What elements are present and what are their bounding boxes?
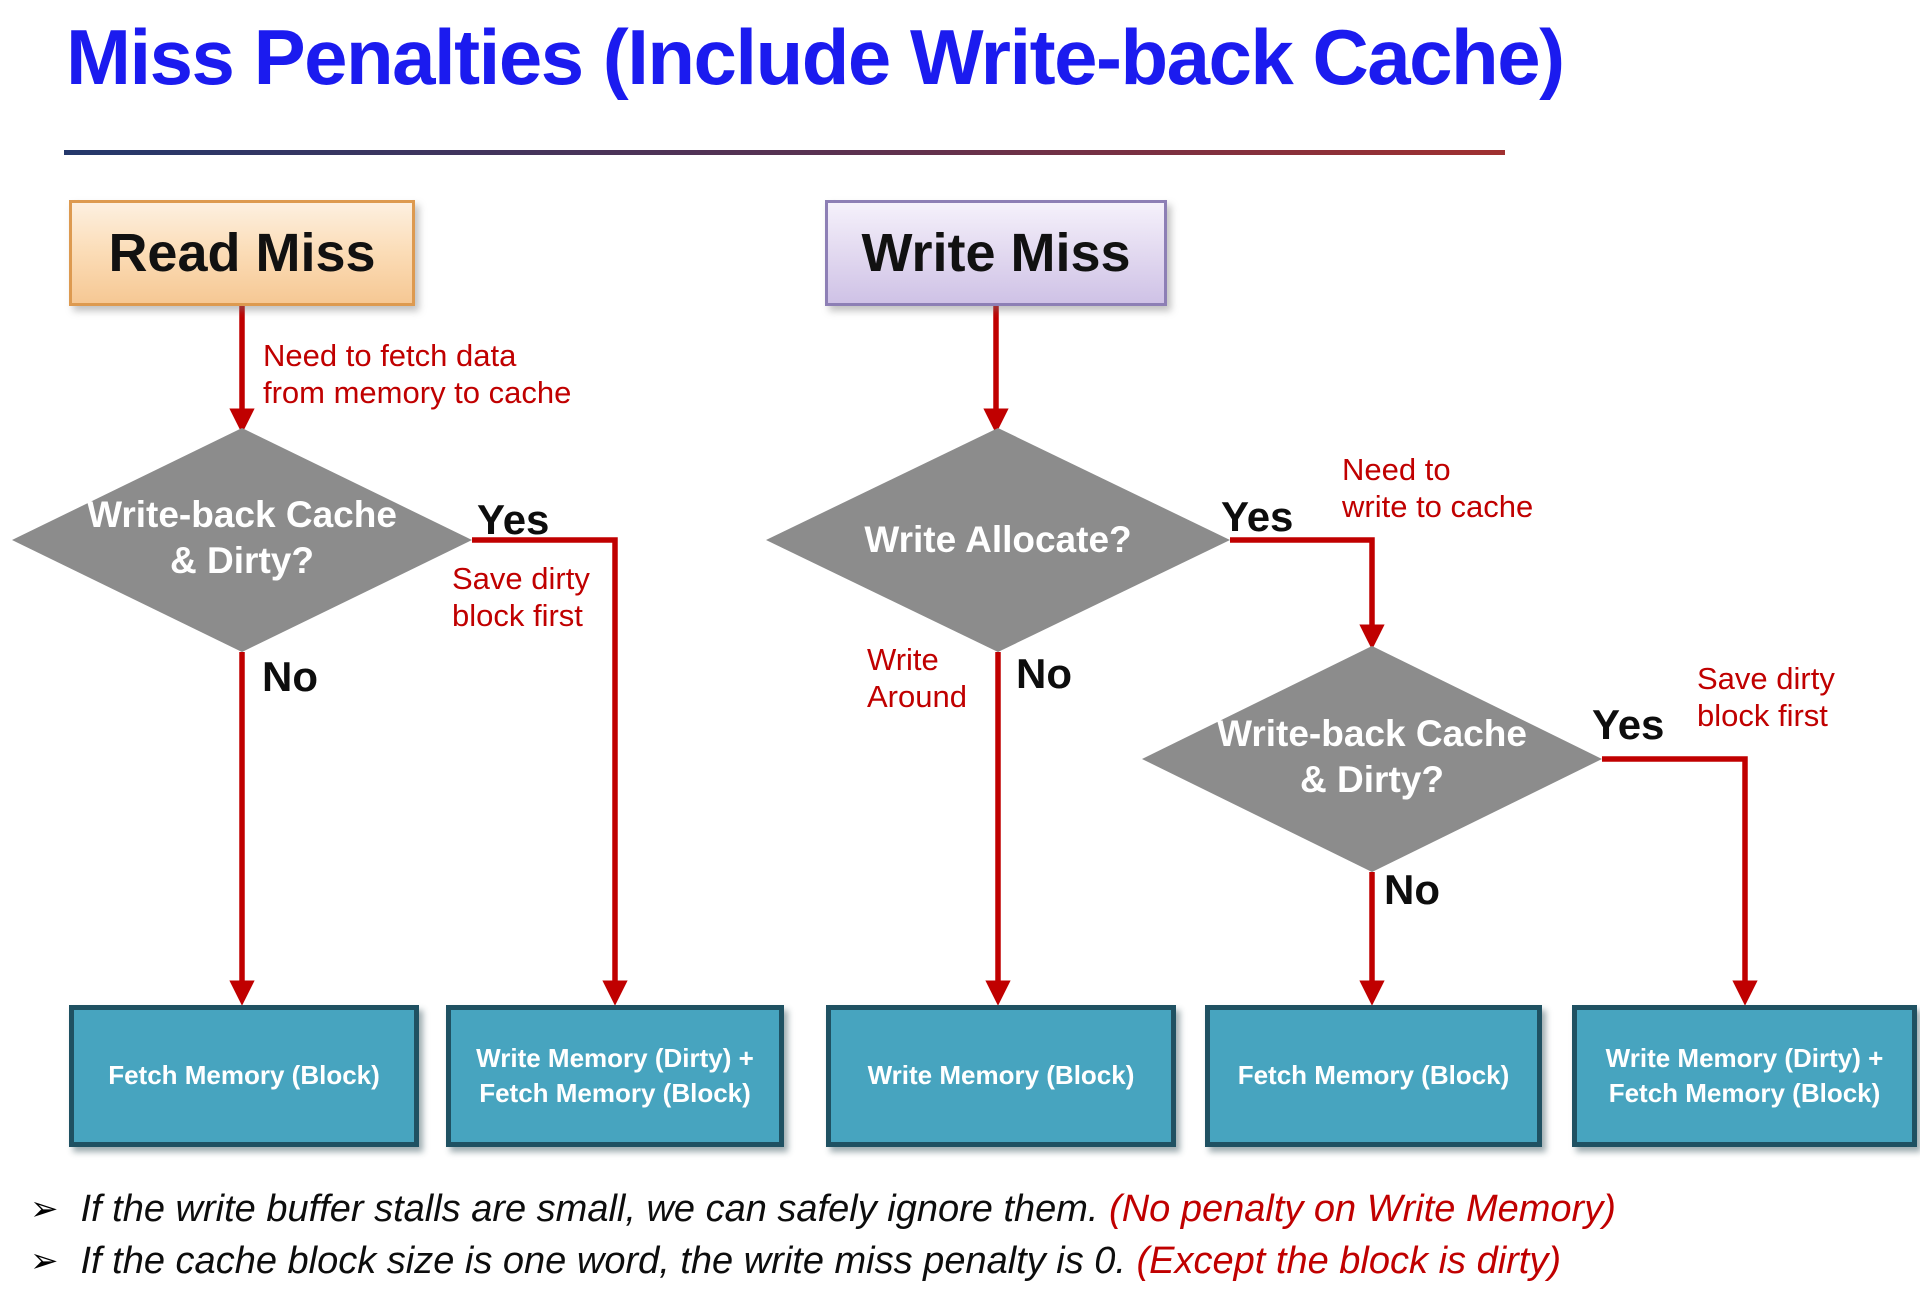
- read-miss-header: Read Miss: [69, 200, 415, 306]
- connector-d2-yes-to-d3: [1230, 537, 1385, 650]
- note-bullet-icon: ➢: [30, 1190, 59, 1228]
- annotation-save-dirty-read: Save dirty block first: [452, 561, 590, 633]
- decision-diamond-writeback-dirty-2: [1142, 646, 1602, 872]
- connector-d1-yes-to-writefetch: [472, 537, 628, 1006]
- d2-no-label: No: [1016, 650, 1072, 697]
- note-text: If the write buffer stalls are small, we…: [80, 1187, 1110, 1230]
- terminal-fetch-memory-1: Fetch Memory (Block): [69, 1005, 419, 1147]
- note-line-1: ➢ If the write buffer stalls are small, …: [30, 1184, 1910, 1234]
- terminal-write-fetch-memory-2: Write Memory (Dirty) + Fetch Memory (Blo…: [1572, 1005, 1917, 1147]
- decision-diamond-writeback-dirty-1: [12, 428, 472, 652]
- terminal-write-fetch-memory-1: Write Memory (Dirty) + Fetch Memory (Blo…: [446, 1005, 784, 1147]
- terminal-fetch-memory-2: Fetch Memory (Block): [1205, 1005, 1542, 1147]
- decision-label-write-allocate: Write Allocate?: [864, 519, 1132, 560]
- write-miss-header: Write Miss: [825, 200, 1167, 306]
- d2-yes-label: Yes: [1221, 493, 1294, 540]
- note-text: If the cache block size is one word, the…: [80, 1239, 1137, 1282]
- annotation-need-write: Need to write to cache: [1342, 452, 1534, 524]
- decision-diamond-write-allocate: [766, 428, 1230, 652]
- terminal-write-memory: Write Memory (Block): [826, 1005, 1176, 1147]
- annotation-save-dirty-write: Save dirty block first: [1697, 661, 1835, 733]
- decision-label-writeback-dirty-1: Write-back Cache & Dirty?: [87, 494, 397, 581]
- decision-label-writeback-dirty-2: Write-back Cache & Dirty?: [1217, 713, 1527, 800]
- read-miss-label: Read Miss: [108, 223, 376, 283]
- connector-d3-yes-to-writefetch: [1602, 756, 1758, 1006]
- title-underline: [64, 150, 1505, 155]
- write-miss-label: Write Miss: [861, 223, 1131, 283]
- d3-no-label: No: [1384, 866, 1440, 913]
- annotation-need-fetch: Need to fetch data from memory to cache: [263, 338, 572, 410]
- d1-no-label: No: [262, 653, 318, 700]
- note-highlight: (No penalty on Write Memory): [1109, 1187, 1616, 1230]
- note-line-2: ➢ If the cache block size is one word, t…: [30, 1236, 1910, 1286]
- annotation-write-around: Write Around: [867, 642, 967, 714]
- note-bullet-icon: ➢: [30, 1242, 59, 1280]
- d1-yes-label: Yes: [477, 496, 550, 543]
- page-title: Miss Penalties (Include Write-back Cache…: [66, 13, 1565, 101]
- d3-yes-label: Yes: [1592, 701, 1665, 748]
- note-highlight: (Except the block is dirty): [1136, 1239, 1562, 1282]
